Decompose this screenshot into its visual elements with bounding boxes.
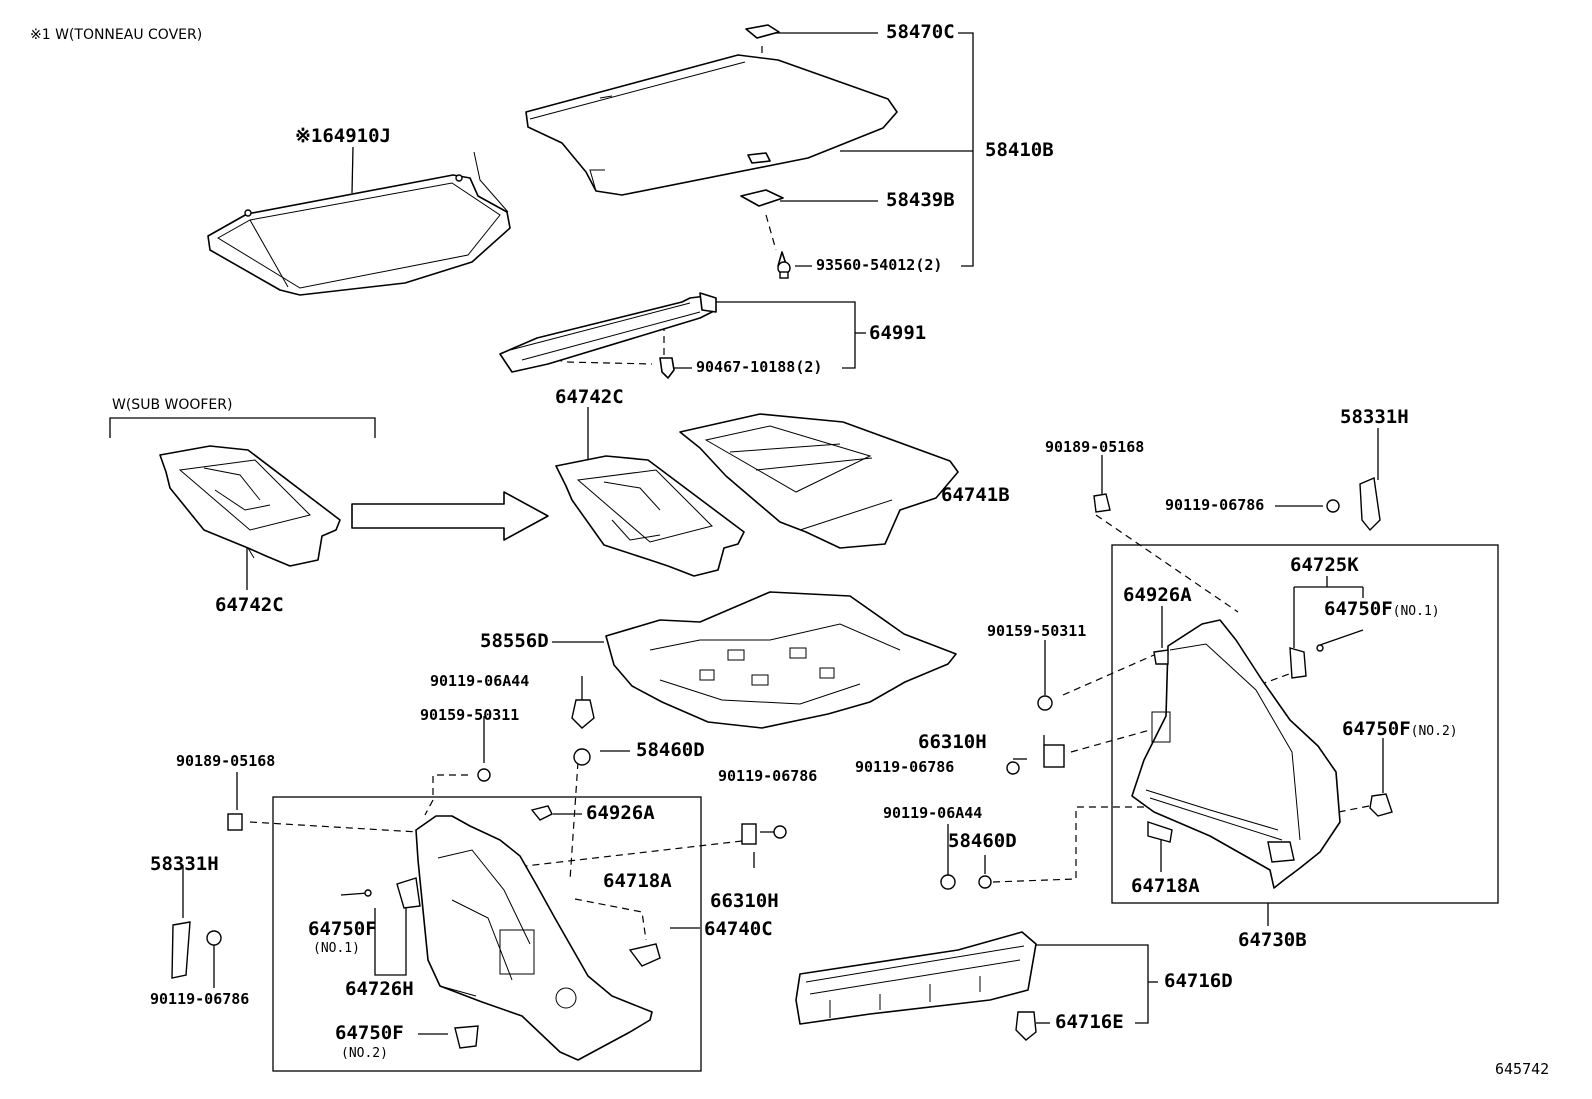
sill-plate-part <box>795 931 1037 1041</box>
label-64910j: ※164910J <box>295 125 391 147</box>
label-64718a-right: 64718A <box>1131 875 1200 897</box>
right-assembly-box <box>1111 544 1499 904</box>
left-assembly-box <box>272 796 702 1072</box>
label-90119-06786-left: 90119-06786 <box>150 990 250 1008</box>
label-93560-54012: 93560-54012(2) <box>816 256 943 274</box>
rail-part <box>499 292 717 379</box>
deck-clips-part <box>740 24 791 279</box>
subwoofer-box-right-part <box>555 455 745 577</box>
label-90189-05168-left: 90189-05168 <box>176 752 276 770</box>
label-90119-06a44-mid: 90119-06A44 <box>430 672 530 690</box>
label-64750f-no2-left: 64750F <box>335 1022 404 1044</box>
label-64750f-no2-left-sub: (NO.2) <box>341 1046 388 1061</box>
left-quarter-trim-part <box>415 815 653 1061</box>
label-64716d: 64716D <box>1164 970 1233 992</box>
label-58331h-right: 58331H <box>1340 406 1409 428</box>
label-64750f-no1-right: 64750F(NO.1) <box>1324 600 1440 619</box>
label-64742c-top: 64742C <box>555 386 624 408</box>
label-64726h: 64726H <box>345 978 414 1000</box>
label-64750f-no2-right-code: 64750F <box>1342 718 1411 740</box>
label-64926a-left: 64926A <box>586 802 655 824</box>
label-64716e: 64716E <box>1055 1011 1124 1033</box>
deck-board-part <box>525 54 898 196</box>
sub-woofer-note: W(SUB WOOFER) <box>112 397 233 413</box>
label-64742c-left: 64742C <box>215 594 284 616</box>
label-90159-50311-right: 90159-50311 <box>987 622 1087 640</box>
right-small-parts <box>940 476 1393 890</box>
label-90119-06786-right: 90119-06786 <box>1165 496 1265 514</box>
label-64740c: 64740C <box>704 918 773 940</box>
tonneau-cover-note: ※1 W(TONNEAU COVER) <box>30 27 203 43</box>
label-58556d: 58556D <box>480 630 549 652</box>
label-58460d-right: 58460D <box>948 830 1017 852</box>
diagram-number: 645742 <box>1495 1060 1550 1078</box>
arrow-shape <box>351 491 549 541</box>
label-64718a-left: 64718A <box>603 870 672 892</box>
label-58439b: 58439B <box>886 189 955 211</box>
label-64741b: 64741B <box>941 484 1010 506</box>
label-64991: 64991 <box>869 322 927 344</box>
subwoofer-box-left-part <box>159 445 341 567</box>
label-58331h-left: 58331H <box>150 853 219 875</box>
label-64926a-right: 64926A <box>1123 584 1192 606</box>
label-58460d-mid: 58460D <box>636 739 705 761</box>
label-64750f-no2-right-sub: (NO.2) <box>1410 724 1458 739</box>
label-58410b: 58410B <box>985 139 1054 161</box>
label-64750f-no1-left: 64750F <box>308 918 377 940</box>
label-90189-05168-right: 90189-05168 <box>1045 438 1145 456</box>
right-quarter-trim-part <box>1131 619 1341 889</box>
label-66310h-left: 66310H <box>710 890 779 912</box>
label-58470c: 58470C <box>886 21 955 43</box>
label-64750f-no1-right-code: 64750F <box>1324 598 1393 620</box>
luggage-tray-part <box>679 413 959 549</box>
label-66310h-right: 66310H <box>918 731 987 753</box>
floor-mat-part <box>605 591 957 729</box>
label-64750f-no2-right: 64750F(NO.2) <box>1342 720 1458 739</box>
left-small-parts <box>171 699 787 1049</box>
label-90119-06786-lower: 90119-06786 <box>718 767 818 785</box>
label-64750f-no1-right-sub: (NO.1) <box>1392 604 1440 619</box>
label-64730b: 64730B <box>1238 929 1307 951</box>
label-90467-10188: 90467-10188(2) <box>696 358 823 376</box>
label-90119-06a44-right: 90119-06A44 <box>883 804 983 822</box>
label-64750f-no1-left-sub: (NO.1) <box>313 941 360 956</box>
label-90159-50311-left: 90159-50311 <box>420 706 520 724</box>
tonneau-cover-part <box>207 151 511 296</box>
label-64725k: 64725K <box>1290 554 1359 576</box>
label-90119-06786-mid: 90119-06786 <box>855 758 955 776</box>
